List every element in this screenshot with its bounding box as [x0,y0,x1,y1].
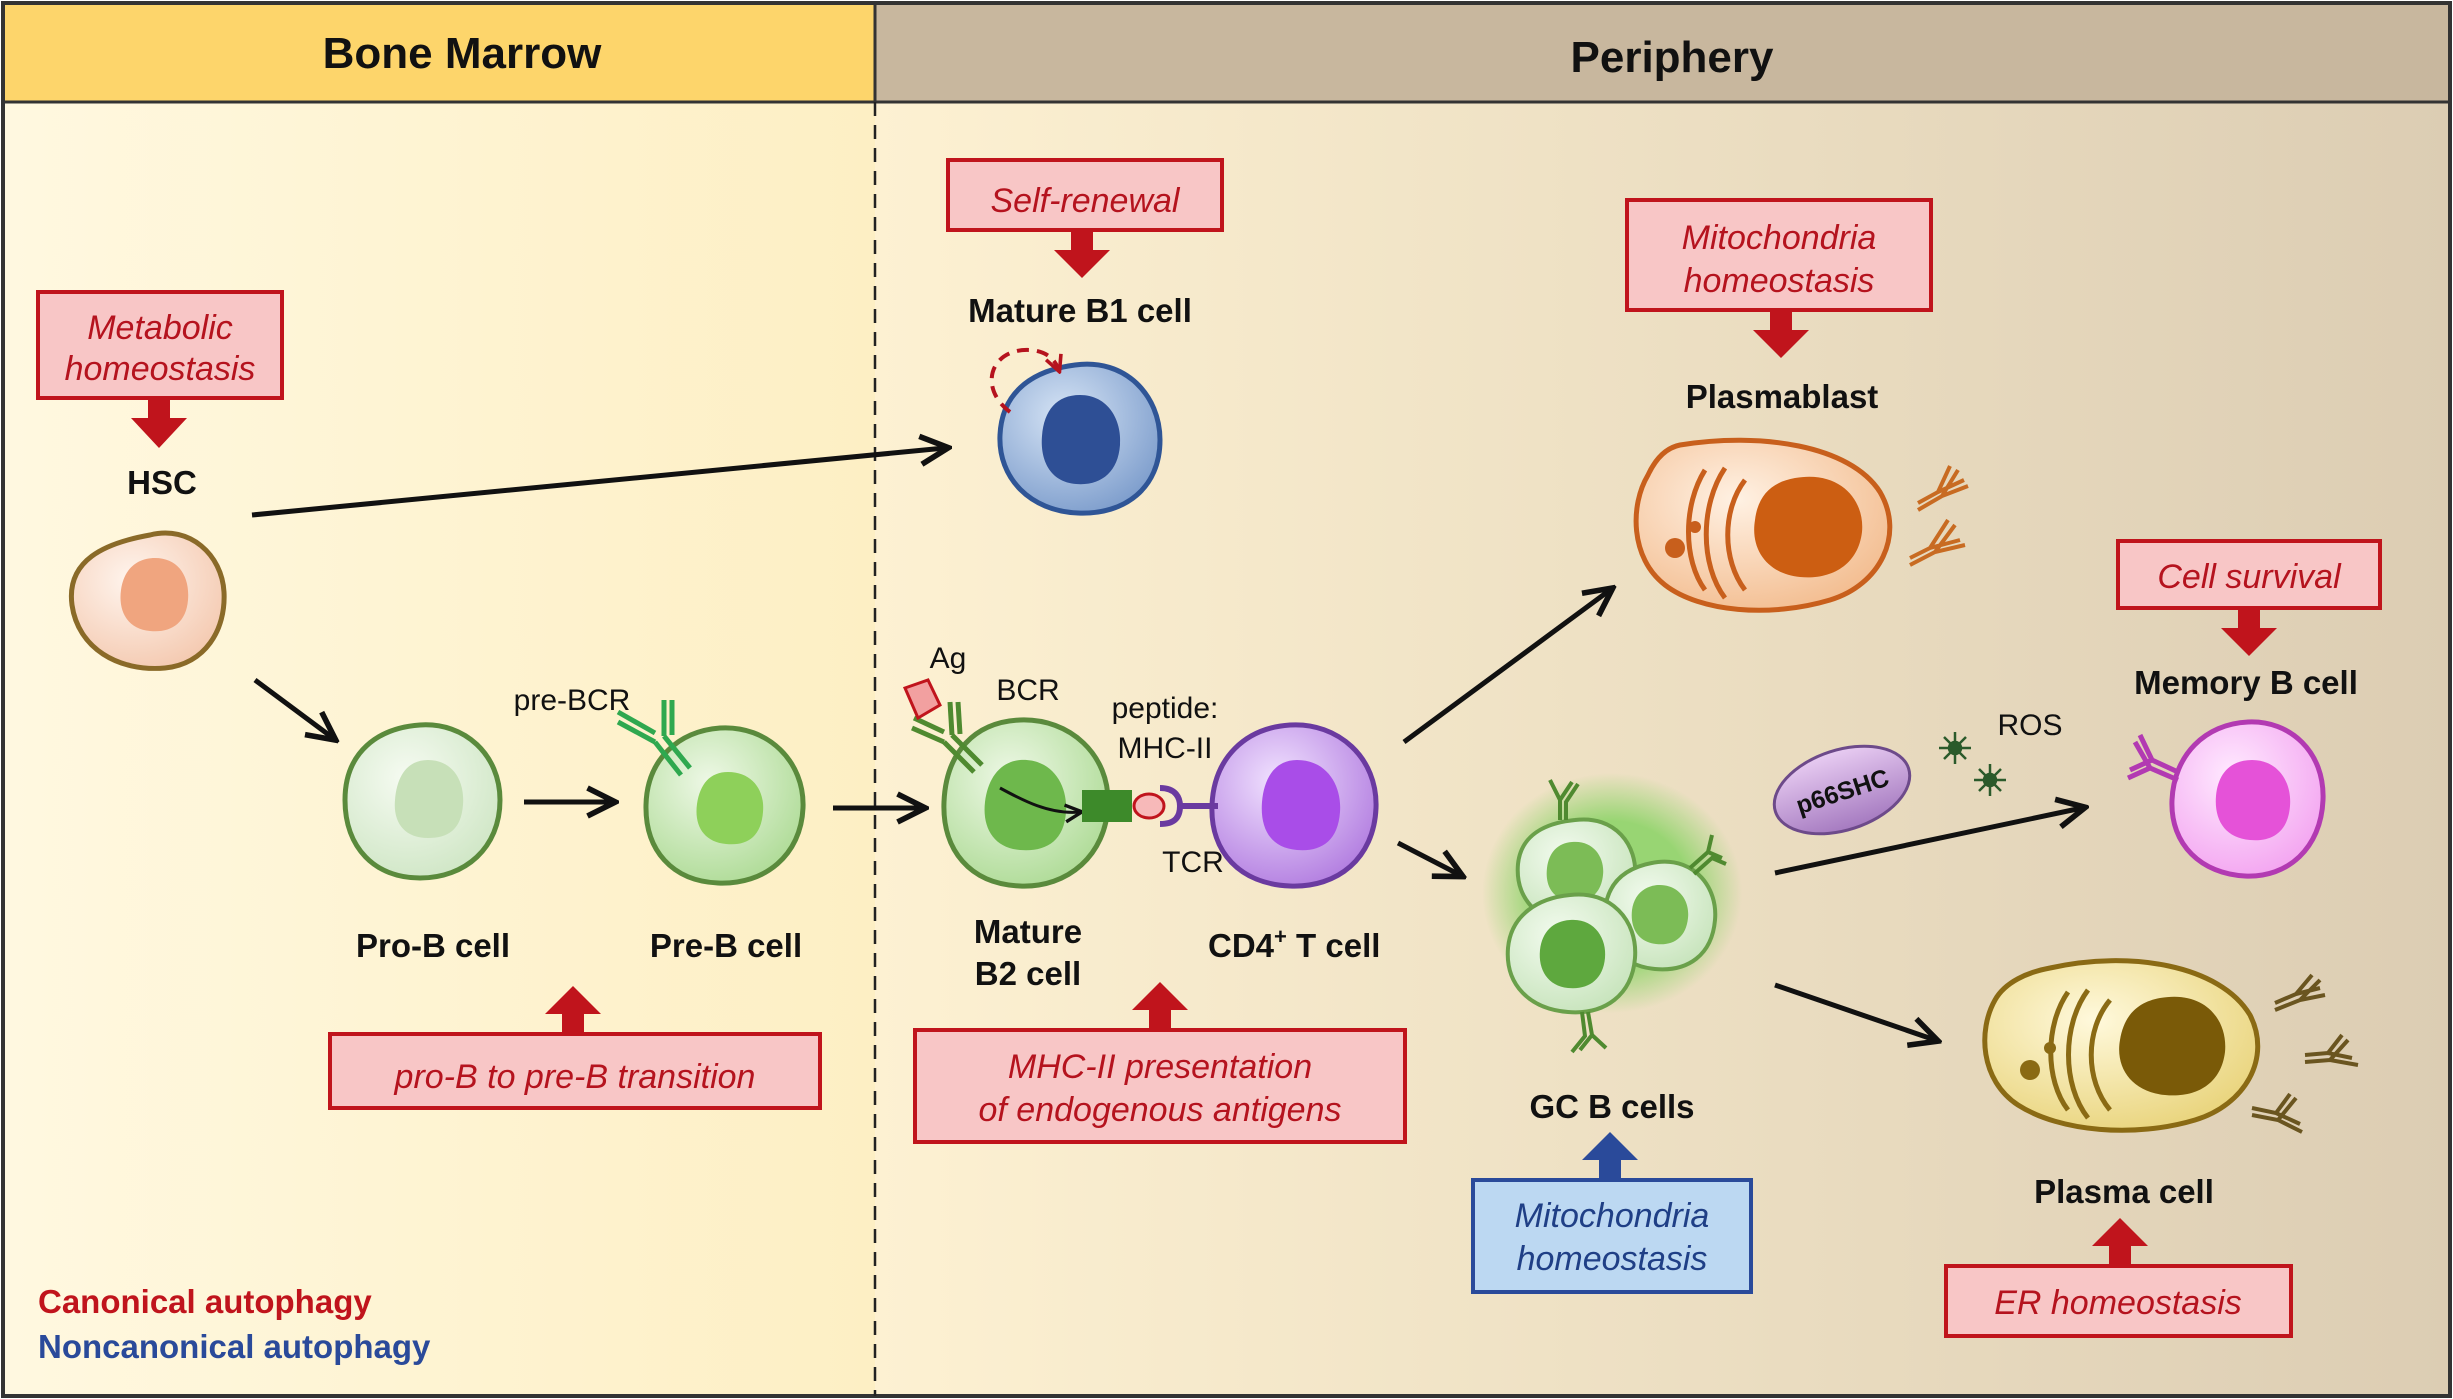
legend-noncanonical: Noncanonical autophagy [38,1328,431,1365]
box-mito-blue-line1: Mitochondria [1515,1197,1710,1235]
p66shc-molecule: p66SHC [1772,744,1912,836]
bone-marrow-title: Bone Marrow [323,29,602,78]
pre-bcr-label: pre-BCR [514,684,631,717]
box-mhc-line2: of endogenous antigens [979,1091,1342,1129]
bone-marrow-header [3,3,875,102]
box-pro-pre-transition: pro-B to pre-B transition [328,1032,822,1110]
memory-b-bcr [2126,733,2180,783]
arrow-to-plasmablast [1402,590,1610,745]
plasma-label: Plasma cell [2034,1173,2214,1210]
box-metabolic-line2: homeostasis [65,350,256,388]
box-pro-pre-text: pro-B to pre-B transition [394,1058,756,1096]
arrow-hsc-to-prob [253,677,333,738]
peptide-icon [1132,792,1166,820]
antigen-icon [902,678,942,721]
cd4-t-cell [1159,722,1379,889]
box-mhc-line1: MHC-II presentation [1008,1048,1312,1086]
arrow-mhc-up [1132,982,1188,1030]
canonical-arrows [131,230,2277,1266]
arrow-er-up [2092,1218,2148,1266]
box-er-text: ER homeostasis [1994,1284,2242,1322]
ros-label: ROS [1997,709,2062,742]
peptide-label-line2: MHC-II [1118,732,1213,765]
antigen-internalization-arrow [999,786,1080,812]
box-metabolic: Metabolic homeostasis [36,290,284,400]
arrow-to-gc [1396,840,1460,875]
box-metabolic-line1: Metabolic [87,309,233,347]
box-mitochondria-noncanonical: Mitochondria homeostasis [1471,1178,1753,1294]
bcr-receptor [910,701,984,774]
arrow-gc-to-memory [1774,808,2082,876]
plasma-antibodies [2251,973,2359,1134]
self-renewal-loop-arrow [989,347,1058,414]
box-cell-survival: Cell survival [2116,539,2382,610]
box-self-renewal-text: Self-renewal [991,182,1181,220]
gc-b-cells [1482,773,1742,1054]
legend-canonical: Canonical autophagy [38,1283,372,1320]
mature-b2-label-line1: Mature [974,913,1082,950]
plasmablast-cell [1633,437,1893,613]
pre-bcr-receptor [616,700,692,777]
bone-marrow-panel [3,3,875,1396]
peptide-label-line1: peptide: [1112,692,1219,725]
pre-b-cell [643,725,806,886]
box-mito-blue-line2: homeostasis [1517,1240,1708,1278]
ag-label: Ag [930,642,967,675]
gc-b-label: GC B cells [1529,1088,1694,1125]
memory-b-cell [2169,719,2326,879]
mature-b1-label: Mature B1 cell [968,292,1192,329]
ros-icon [1939,732,2006,796]
memory-b-label: Memory B cell [2134,664,2358,701]
mature-b2-label-line2: B2 cell [975,955,1081,992]
mature-b2-cell [941,717,1166,889]
arrow-transition-up [545,986,601,1034]
arrow-hsc-to-b1 [251,448,945,518]
periphery-header [875,3,2450,102]
arrow-gc-mito-up [1582,1132,1638,1180]
differentiation-arrows [251,448,2082,1040]
pre-b-label: Pre-B cell [650,927,802,964]
arrow-survival-down [2221,608,2277,656]
pro-b-label: Pro-B cell [356,927,510,964]
bcr-label: BCR [996,674,1059,707]
hsc-cell [68,530,227,671]
pro-b-cell [342,722,503,881]
box-er-homeostasis: ER homeostasis [1944,1264,2293,1338]
plasma-cell [1982,958,2261,1133]
plasmablast-label: Plasmablast [1686,378,1879,415]
periphery-title: Periphery [1571,33,1775,82]
box-mitochondria-canonical: Mitochondria homeostasis [1625,198,1933,312]
arrow-mito-down [1753,310,1809,358]
box-mito-red-line2: homeostasis [1684,262,1875,300]
arrow-gc-to-plasma [1774,982,1935,1040]
hsc-label: HSC [127,464,197,501]
box-cell-survival-text: Cell survival [2157,558,2342,596]
mature-b1-cell [989,347,1163,516]
arrow-selfrenewal-down [1054,230,1110,278]
arrow-metabolic-down [131,398,187,448]
box-self-renewal: Self-renewal [946,158,1224,232]
plasmablast-antibodies [1909,465,1969,567]
box-mito-red-line1: Mitochondria [1682,219,1877,257]
cd4-t-label: CD4+ T cell [1208,924,1380,964]
mhc-ii-molecule [1082,790,1132,822]
tcr-label: TCR [1162,846,1224,879]
box-mhc-presentation: MHC-II presentation of endogenous antige… [913,1028,1407,1144]
